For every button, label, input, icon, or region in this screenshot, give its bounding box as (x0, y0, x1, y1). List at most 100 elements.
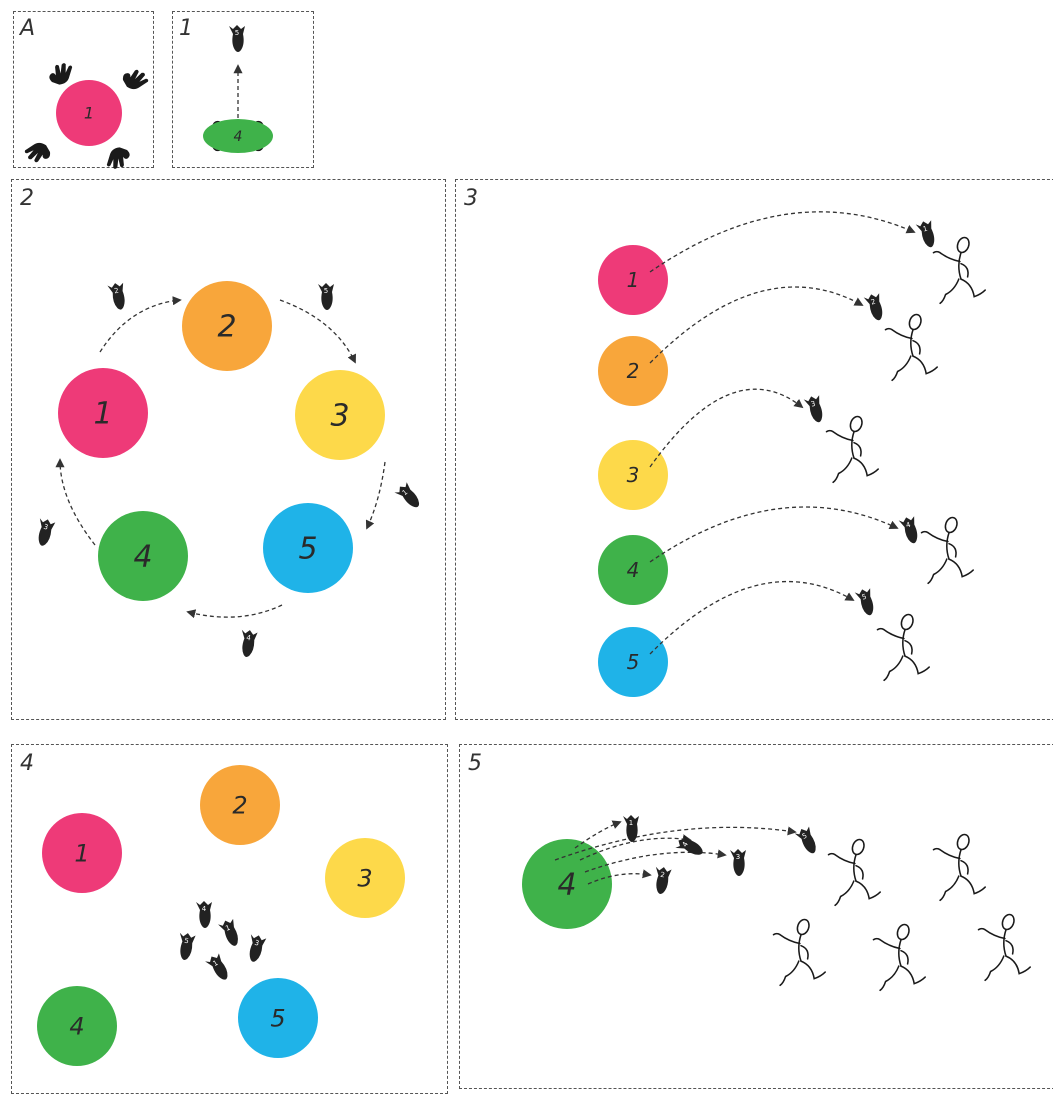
beanbag-icon: 3 (730, 849, 746, 876)
dashed-arrow (649, 580, 855, 655)
disc-number: 3 (330, 399, 349, 434)
hand-icon (22, 138, 53, 167)
disc-number: 4 (69, 1012, 84, 1040)
dashed-arrow (587, 869, 652, 885)
disc-number: 4 (557, 868, 576, 903)
disc-number: 5 (270, 1004, 285, 1032)
panel-label: 4 (20, 751, 34, 776)
beanbag-icon: 4 (196, 901, 212, 928)
disc-5: 5 (238, 978, 318, 1058)
disc-4: 4 (522, 839, 612, 929)
stick-figure-icon (977, 912, 1031, 982)
panel-a: A (13, 11, 154, 168)
disc-number: 1 (74, 839, 89, 867)
beanbag-number: 4 (202, 905, 207, 913)
disc-1: 1 (42, 813, 122, 893)
panel-label: 2 (20, 186, 34, 211)
disc-2: 2 (182, 281, 272, 371)
stick-figure-icon (876, 612, 930, 682)
disc-1: 1 (58, 368, 148, 458)
dashed-arrow (584, 849, 727, 873)
disc-number: 2 (217, 310, 236, 345)
disc-4: 4 (98, 511, 188, 601)
disc-4: 4 (203, 119, 273, 153)
disc-number: 2 (627, 359, 640, 383)
beanbag-icon: 1 (915, 220, 935, 248)
disc-number: 1 (84, 104, 94, 123)
beanbag-icon: 1 (218, 918, 238, 946)
dashed-arrow (55, 458, 96, 546)
disc-number: 5 (298, 532, 317, 567)
beanbag-number: 4 (246, 634, 252, 643)
disc-1: 1 (56, 80, 122, 146)
stick-figure-icon (772, 917, 826, 987)
beanbag-icon: 4 (241, 629, 258, 657)
panel-5: 5 (459, 744, 1053, 1089)
dashed-arrow (649, 286, 864, 364)
beanbag-icon: 2 (107, 282, 125, 310)
dashed-arrow (279, 299, 356, 364)
beanbag-icon: 4 (898, 516, 918, 544)
hand-icon (120, 65, 151, 94)
disc-number: 1 (93, 397, 112, 432)
dashed-arrow (99, 296, 182, 353)
stick-figure-icon (872, 922, 926, 992)
disc-2: 2 (200, 765, 280, 845)
disc-5: 5 (263, 503, 353, 593)
beanbag-icon: 5 (229, 25, 245, 52)
stick-figure-icon (920, 515, 974, 585)
beanbag-number: 5 (235, 29, 239, 37)
beanbag-number: 1 (401, 488, 410, 497)
beanbag-number: 3 (810, 400, 816, 409)
hand-icon (45, 60, 77, 88)
panel-label: 5 (468, 751, 482, 776)
disc-number: 4 (133, 540, 152, 575)
dashed-arrow (365, 461, 386, 530)
beanbag-icon: 1 (394, 482, 420, 508)
beanbag-number: 3 (43, 523, 49, 532)
beanbag-number: 2 (870, 298, 876, 307)
beanbag-number: 1 (922, 225, 928, 234)
beanbag-icon: 5 (854, 588, 874, 616)
disc-number: 5 (627, 650, 640, 674)
beanbag-icon: 3 (803, 395, 823, 423)
dashed-arrow (649, 388, 804, 468)
panel-label: 1 (179, 16, 193, 41)
beanbag-icon: 2 (655, 866, 672, 894)
beanbag-number: 5 (324, 287, 328, 295)
beanbag-icon: 3 (38, 518, 56, 546)
beanbag-number: 3 (254, 939, 260, 948)
panel-3: 3 (455, 179, 1053, 720)
beanbag-number: 1 (212, 959, 220, 968)
beanbag-icon: 5 (794, 826, 816, 854)
beanbag-icon: 5 (318, 283, 334, 310)
dashed-arrow (649, 211, 916, 273)
beanbag-number: 5 (801, 832, 808, 841)
disc-5: 5 (598, 627, 668, 697)
beanbag-icon: 2 (863, 293, 883, 321)
beanbag-icon: 1 (205, 953, 228, 980)
stick-figure-icon (827, 837, 881, 907)
stick-figure-icon (932, 235, 986, 305)
disc-number: 1 (627, 268, 640, 292)
disc-number: 4 (627, 558, 640, 582)
beanbag-number: 2 (114, 287, 120, 296)
hand-icon (102, 144, 134, 172)
beanbag-icon: 1 (623, 815, 639, 842)
disc-4: 4 (598, 535, 668, 605)
beanbag-number: 2 (660, 871, 666, 880)
disc-number: 2 (232, 791, 247, 819)
panel-label: A (20, 16, 36, 41)
beanbag-number: 3 (736, 853, 740, 861)
beanbag-number: 4 (905, 521, 912, 530)
beanbag-number: 1 (629, 819, 633, 827)
disc-number: 3 (627, 463, 640, 487)
disc-1: 1 (598, 245, 668, 315)
panel-label: 3 (464, 186, 478, 211)
disc-2: 2 (598, 336, 668, 406)
disc-3: 3 (325, 838, 405, 918)
dashed-arrow (186, 604, 283, 619)
stick-figure-icon (825, 414, 879, 484)
disc-3: 3 (598, 440, 668, 510)
beanbag-icon: 3 (249, 934, 267, 962)
